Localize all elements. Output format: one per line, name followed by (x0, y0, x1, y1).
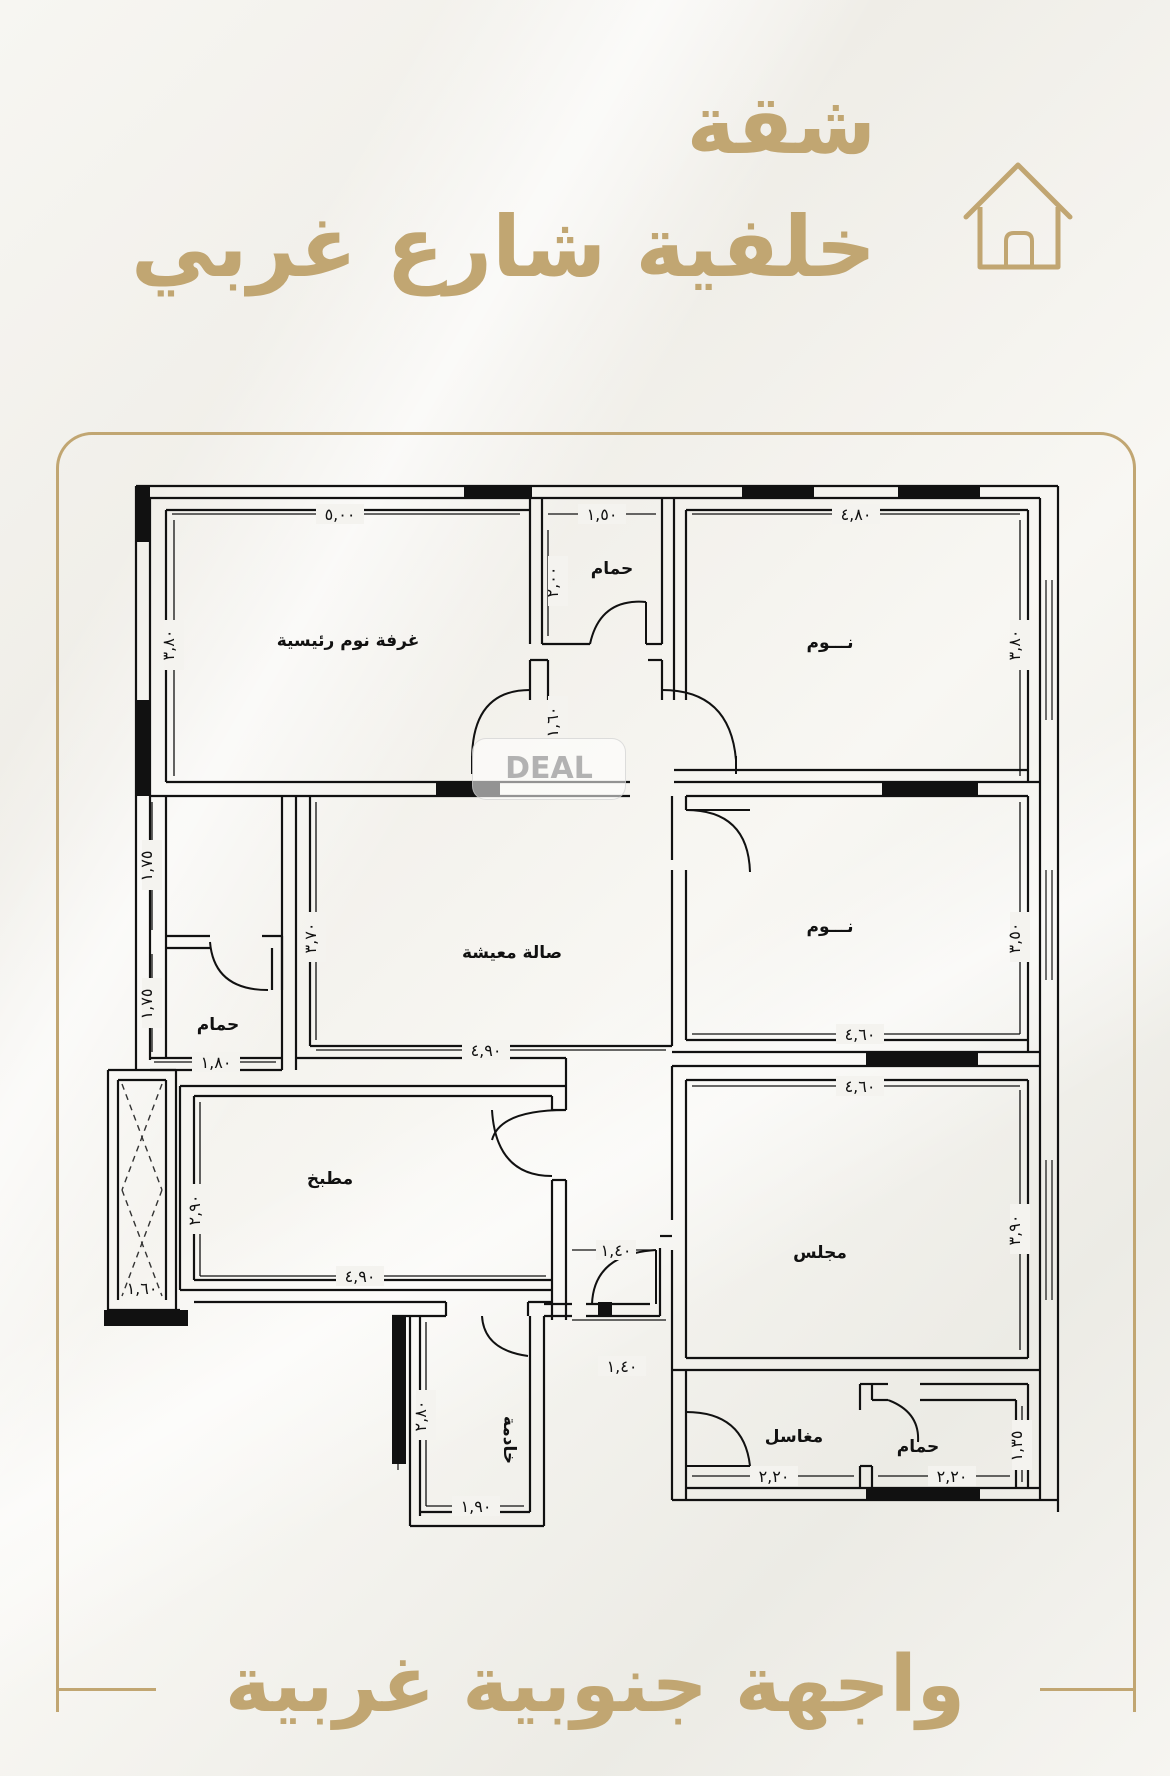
title-line-2: خلفية شارع غربي (130, 198, 876, 296)
room-label-washroom: مغاسل (765, 1427, 823, 1447)
floor-plan: غرفة نوم رئيسية حمام نـــوم نـــوم صالة … (104, 484, 1060, 1528)
dim-majlis-width: ٤,٦٠ (845, 1077, 876, 1096)
room-label-bath-top: حمام (591, 559, 634, 579)
dim-master-height: ٣,٨٠ (159, 630, 178, 661)
frame-bottom-left-line (56, 1688, 156, 1691)
frame-bottom-right-line (1040, 1688, 1136, 1691)
dim-left-bath-height: ١,٧٥ (137, 989, 156, 1020)
dim-majlis-height: ٣,٩٠ (1005, 1215, 1024, 1246)
dim-kitchen-height: ٢,٩٠ (185, 1195, 204, 1226)
dim-left-bath-width: ١,٨٠ (201, 1053, 232, 1072)
title-line-1: شقة (686, 78, 876, 173)
room-label-kitchen: مطبخ (307, 1169, 353, 1189)
dim-bath-top-height: ٢,٠٠ (543, 567, 562, 598)
dim-maid-height: ٢,٨٠ (411, 1401, 430, 1432)
dim-entry-width-2: ١,٤٠ (607, 1357, 638, 1376)
watermark-logo: DEAL (472, 738, 626, 800)
dim-bath-bottom-width: ٢,٢٠ (937, 1467, 968, 1486)
dim-wash-width: ٢,٢٠ (759, 1467, 790, 1486)
dim-left-top-height: ١,٧٥ (137, 851, 156, 882)
dim-bed1-height: ٣,٨٠ (1005, 630, 1024, 661)
dim-master-width: ٥,٠٠ (325, 505, 356, 524)
dim-living-width: ٤,٩٠ (471, 1041, 502, 1060)
dim-living-height: ٣,٧٠ (301, 923, 320, 954)
dim-kitchen-width: ٤,٩٠ (345, 1267, 376, 1286)
dim-bath-bottom-height: ١,٣٥ (1007, 1431, 1026, 1462)
room-label-bath-bottom: حمام (897, 1437, 940, 1457)
footer-facade-text: واجهة جنوبية غربية (224, 1640, 966, 1730)
room-label-bedroom-2: نـــوم (807, 917, 854, 937)
dim-bed2-width: ٤,٦٠ (845, 1025, 876, 1044)
room-label-majlis: مجلس (793, 1243, 847, 1263)
dim-bath-top-width: ١,٥٠ (587, 505, 618, 524)
dim-maid-width: ١,٩٠ (461, 1497, 492, 1516)
plan-frame (56, 432, 1136, 1712)
dim-corridor-height: ١,٦٠ (543, 707, 562, 738)
room-label-bath-left: حمام (197, 1015, 240, 1035)
dim-entry-width: ١,٤٠ (601, 1241, 632, 1260)
room-label-master-bedroom: غرفة نوم رئيسية (277, 631, 420, 651)
room-label-bedroom-1: نـــوم (807, 633, 854, 653)
dim-bed2-height: ٣,٥٠ (1005, 923, 1024, 954)
dim-bed1-width: ٤,٨٠ (841, 505, 872, 524)
dim-store-width: ١,٦٠ (127, 1279, 158, 1298)
room-label-living: صالة معيشة (462, 943, 562, 963)
house-outline-icon (963, 162, 1073, 270)
room-label-maid: خادمة (499, 1416, 519, 1464)
